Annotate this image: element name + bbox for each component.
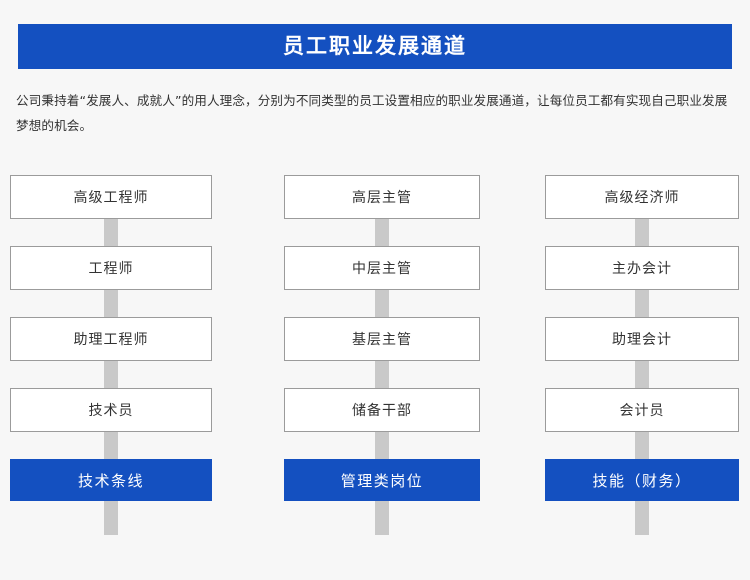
career-track-label[interactable]: 技术条线	[10, 459, 212, 501]
career-step[interactable]: 会计员	[545, 388, 739, 432]
page-title: 员工职业发展通道	[283, 34, 467, 58]
career-column-technical: 高级工程师 工程师 助理工程师 技术员 技术条线	[10, 175, 212, 580]
page-title-banner: 员工职业发展通道	[18, 24, 732, 69]
career-column-finance: 高级经济师 主办会计 助理会计 会计员 技能（财务）	[545, 175, 739, 580]
career-steps-finance: 高级经济师 主办会计 助理会计 会计员 技能（财务）	[545, 175, 739, 501]
intro-paragraph: 公司秉持着“发展人、成就人”的用人理念，分别为不同类型的员工设置相应的职业发展通…	[16, 93, 728, 133]
career-step[interactable]: 高层主管	[284, 175, 480, 219]
career-column-management: 高层主管 中层主管 基层主管 储备干部 管理类岗位	[284, 175, 480, 580]
career-step[interactable]: 技术员	[10, 388, 212, 432]
career-step[interactable]: 工程师	[10, 246, 212, 290]
career-steps-technical: 高级工程师 工程师 助理工程师 技术员 技术条线	[10, 175, 212, 501]
career-step[interactable]: 高级经济师	[545, 175, 739, 219]
career-step[interactable]: 储备干部	[284, 388, 480, 432]
career-step[interactable]: 高级工程师	[10, 175, 212, 219]
career-path-diagram: 高级工程师 工程师 助理工程师 技术员 技术条线 高层主管 中层主管 基层主管 …	[0, 175, 750, 580]
career-step[interactable]: 助理工程师	[10, 317, 212, 361]
career-step[interactable]: 主办会计	[545, 246, 739, 290]
banner-container: 员工职业发展通道	[0, 0, 750, 69]
career-steps-management: 高层主管 中层主管 基层主管 储备干部 管理类岗位	[284, 175, 480, 501]
career-step[interactable]: 基层主管	[284, 317, 480, 361]
career-step[interactable]: 助理会计	[545, 317, 739, 361]
career-track-label[interactable]: 技能（财务）	[545, 459, 739, 501]
career-track-label[interactable]: 管理类岗位	[284, 459, 480, 501]
career-step[interactable]: 中层主管	[284, 246, 480, 290]
